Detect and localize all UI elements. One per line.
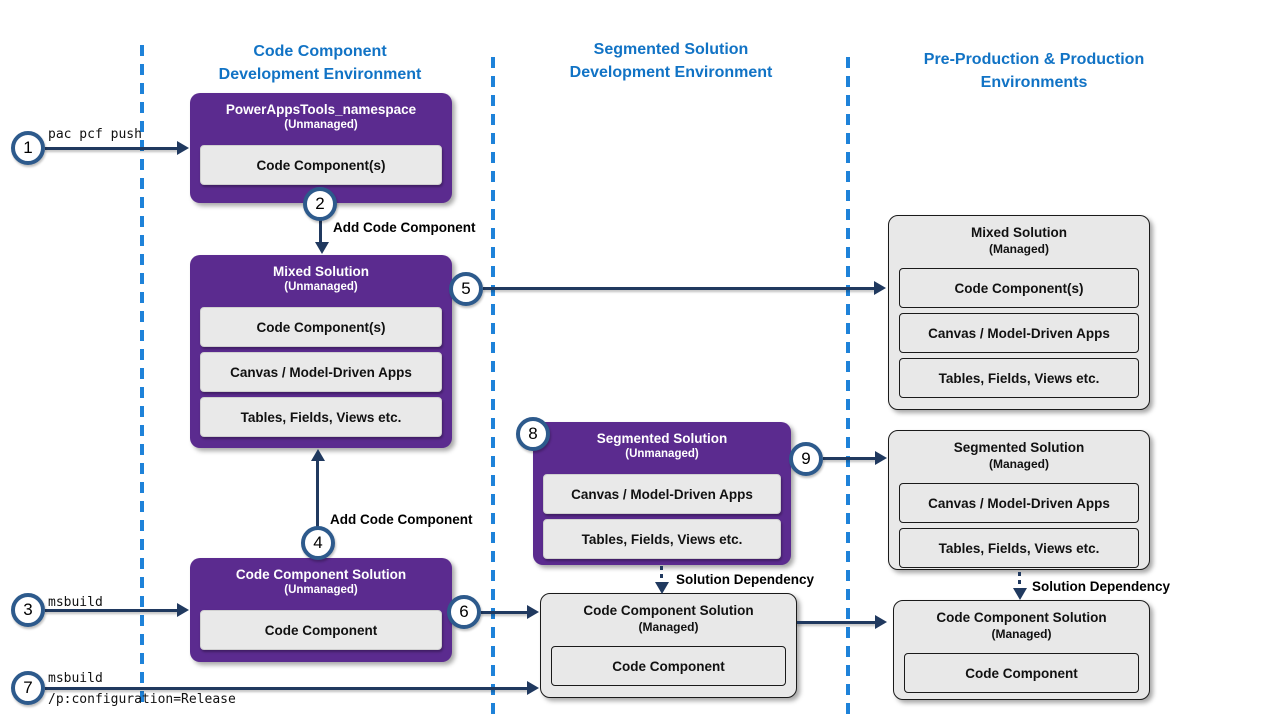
arrow-step9-shaft [823,457,876,460]
box-title: Segmented Solution [596,431,728,446]
dependency-arrow-mid-shaft [660,566,663,583]
command-msbuild: msbuild [48,595,103,610]
arrow-step3-head [177,603,189,617]
box-item: Canvas / Model-Driven Apps [200,352,442,392]
box-subtitle: (Unmanaged) [284,584,358,596]
box-item: Code Component [551,646,786,686]
box-title: Code Component Solution [583,603,754,618]
mixed-solution-managed-box: Mixed Solution (Managed) Code Component(… [888,215,1150,410]
code-component-solution-managed-mid-box: Code Component Solution (Managed) Code C… [540,593,797,698]
box-item: Tables, Fields, Views etc. [899,528,1139,568]
header-line: Segmented Solution [593,41,749,58]
arrow-step1-head [177,141,189,155]
box-title: Segmented Solution [953,440,1085,455]
box-item: Code Component [904,653,1139,693]
box-title: PowerAppsTools_namespace [225,102,417,117]
step-circle-5: 5 [449,272,483,306]
step-circle-7: 7 [11,671,45,705]
box-item: Canvas / Model-Driven Apps [543,474,781,514]
arrow-step3-shaft [45,609,178,612]
box-subtitle: (Managed) [638,620,699,634]
box-item: Canvas / Model-Driven Apps [899,313,1139,353]
arrow-step4-shaft [316,460,319,527]
step-circle-4: 4 [301,526,335,560]
header-line: Development Environment [569,64,773,81]
box-title: Code Component Solution [235,567,407,582]
command-msbuild-release-line2: /p:configuration=Release [48,692,236,707]
mixed-solution-unmanaged-box: Mixed Solution (Unmanaged) Code Componen… [190,255,452,448]
lane-divider-left [140,45,144,705]
header-line: Development Environment [218,66,422,83]
box-title: Code Component Solution [936,610,1107,625]
dependency-arrow-mid-head [655,582,669,594]
header-segmented-solution-dev-env: Segmented Solution Development Environme… [511,38,831,84]
label-solution-dependency-right: Solution Dependency [1032,579,1171,594]
box-subtitle: (Managed) [989,457,1049,471]
arrow-step7-head [527,681,539,695]
arrow-mid-to-right-shaft [797,621,876,624]
box-item: Canvas / Model-Driven Apps [899,483,1139,523]
dependency-arrow-right-head [1013,588,1027,600]
label-add-code-component-bottom: Add Code Component [330,512,473,527]
label-add-code-component-top: Add Code Component [333,220,476,235]
segmented-solution-unmanaged-box: Segmented Solution (Unmanaged) Canvas / … [533,422,791,565]
step-circle-6: 6 [447,595,481,629]
header-line: Environments [980,74,1088,91]
box-subtitle: (Managed) [989,242,1049,256]
arrow-step2-head [315,242,329,254]
lane-divider-right [846,57,850,720]
dependency-arrow-right-shaft [1018,572,1021,589]
box-subtitle: (Managed) [991,627,1052,641]
arrow-step6-head [527,605,539,619]
powerappstools-namespace-box: PowerAppsTools_namespace (Unmanaged) Cod… [190,93,452,203]
header-line: Pre-Production & Production [923,51,1145,68]
box-item: Tables, Fields, Views etc. [899,358,1139,398]
step-circle-2: 2 [303,187,337,221]
arrow-step6-shaft [481,611,528,614]
step-circle-8: 8 [516,417,550,451]
box-subtitle: (Unmanaged) [284,119,358,131]
command-pac-pcf-push: pac pcf push [48,127,142,142]
header-line: Code Component [253,43,387,60]
step-circle-3: 3 [11,593,45,627]
arrow-step2-shaft [319,218,322,243]
arrow-step9-head [875,451,887,465]
box-item: Code Component(s) [899,268,1139,308]
box-item: Tables, Fields, Views etc. [543,519,781,559]
box-subtitle: (Unmanaged) [284,281,358,293]
arrow-step5-head [874,281,886,295]
label-solution-dependency-mid: Solution Dependency [676,572,815,587]
header-preprod-prod-env: Pre-Production & Production Environments [874,48,1194,94]
box-title: Mixed Solution [273,264,369,279]
box-item: Tables, Fields, Views etc. [200,397,442,437]
arrow-step7-shaft [45,687,528,690]
code-component-solution-managed-right-box: Code Component Solution (Managed) Code C… [893,600,1150,700]
step-circle-9: 9 [789,442,823,476]
header-code-component-dev-env: Code Component Development Environment [160,40,480,86]
box-item: Code Component(s) [200,307,442,347]
box-item: Code Component(s) [200,145,442,185]
segmented-solution-managed-box: Segmented Solution (Managed) Canvas / Mo… [888,430,1150,570]
command-msbuild-release-line1: msbuild [48,671,103,686]
arrow-step1-shaft [45,147,178,150]
code-component-solution-unmanaged-box: Code Component Solution (Unmanaged) Code… [190,558,452,662]
box-subtitle: (Unmanaged) [625,448,699,460]
box-title: Mixed Solution [971,225,1067,240]
step-circle-1: 1 [11,131,45,165]
lane-divider-middle [491,57,495,720]
box-item: Code Component [200,610,442,650]
arrow-step4-head [311,449,325,461]
arrow-mid-to-right-head [875,615,887,629]
arrow-step5-shaft [483,287,875,290]
